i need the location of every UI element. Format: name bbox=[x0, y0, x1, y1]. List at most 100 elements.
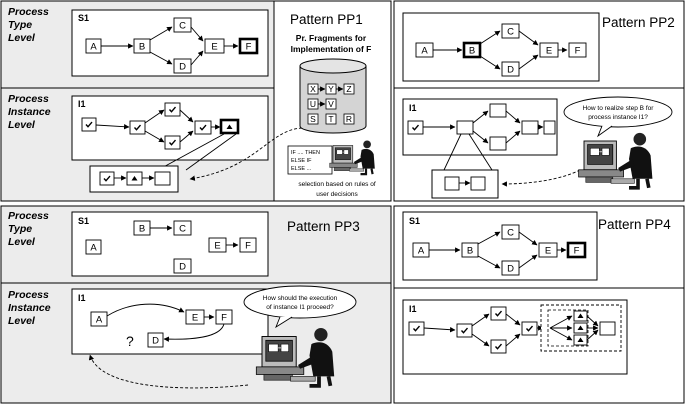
instance-level-line-2: Instance bbox=[8, 106, 51, 118]
svg-text:A: A bbox=[90, 42, 97, 53]
svg-text:D: D bbox=[179, 62, 186, 73]
node-a: A bbox=[85, 38, 102, 54]
pp2-question-bubble: How to realize step B for process instan… bbox=[563, 96, 673, 138]
pp2-bubble-line-2: process instance I1? bbox=[588, 114, 648, 121]
svg-text:E: E bbox=[214, 241, 220, 252]
schema-id: S1 bbox=[409, 216, 420, 226]
instance-level-label: Process Instance Level bbox=[8, 93, 51, 131]
node-f: F bbox=[566, 241, 587, 259]
pattern-pp3-title: Pattern PP3 bbox=[287, 219, 360, 234]
svg-text:F: F bbox=[245, 241, 251, 252]
repo-item-s: S bbox=[310, 114, 316, 124]
svg-text:C: C bbox=[507, 27, 514, 38]
instance-level-line-3: Level bbox=[8, 315, 36, 327]
svg-text:B: B bbox=[467, 246, 473, 257]
svg-text:E: E bbox=[192, 313, 198, 324]
node-c: C bbox=[501, 23, 520, 39]
repo-item-y: Y bbox=[328, 84, 334, 94]
svg-text:B: B bbox=[139, 42, 145, 53]
rule-line-2: ELSE IF bbox=[291, 158, 312, 164]
panel-pp2: Pattern PP2 A B C D E F I1 bbox=[393, 0, 685, 202]
node-d: D bbox=[173, 58, 192, 74]
svg-text:A: A bbox=[421, 46, 428, 57]
node-a: A bbox=[90, 311, 108, 327]
svg-text:C: C bbox=[179, 21, 186, 32]
pp3-bubble-line-1: How should the execution bbox=[263, 295, 338, 302]
pp3-schema-s1: S1 A B C D E F bbox=[71, 211, 269, 277]
schema-id: S1 bbox=[78, 13, 89, 23]
instance-id: I1 bbox=[78, 293, 86, 303]
svg-text:D: D bbox=[152, 336, 159, 347]
node-e: E bbox=[204, 38, 225, 54]
node-c: C bbox=[173, 17, 192, 33]
svg-text:F: F bbox=[221, 313, 227, 324]
type-level-label: Process Type Level bbox=[8, 210, 49, 248]
node-e: E bbox=[539, 42, 559, 58]
svg-text:E: E bbox=[545, 246, 551, 257]
node-a: A bbox=[412, 242, 430, 258]
repo-item-u: U bbox=[310, 99, 316, 109]
instance-level-line-1: Process bbox=[8, 289, 49, 301]
pattern-pp1-title: Pattern PP1 bbox=[290, 12, 363, 27]
svg-text:C: C bbox=[507, 228, 514, 239]
repo-item-t: T bbox=[328, 114, 333, 124]
pp1-schema-s1: S1 A B C D E F bbox=[71, 9, 269, 77]
node-e: E bbox=[185, 309, 205, 325]
repo-item-r: R bbox=[346, 114, 352, 124]
svg-text:A: A bbox=[90, 243, 97, 254]
type-level-line-3: Level bbox=[8, 32, 36, 44]
type-level-line-1: Process bbox=[8, 6, 49, 18]
panel-pp4: Pattern PP4 S1 A B C D E F I1 bbox=[393, 205, 685, 404]
pp1-instance-i1: I1 bbox=[71, 95, 269, 171]
instance-id: I1 bbox=[78, 99, 86, 109]
schema-id: S1 bbox=[78, 216, 89, 226]
fragment-repository: X Y Z U V S T R bbox=[299, 58, 367, 134]
repo-item-z: Z bbox=[346, 84, 351, 94]
instance-level-line-3: Level bbox=[8, 119, 36, 131]
node-a: A bbox=[85, 239, 102, 255]
node-d: D bbox=[501, 61, 520, 77]
svg-text:A: A bbox=[418, 246, 425, 257]
svg-text:D: D bbox=[507, 65, 514, 76]
pp1-caption-line-1: selection based on rules of bbox=[298, 181, 376, 188]
svg-text:A: A bbox=[96, 315, 103, 326]
pp1-caption-line-2: user decisions bbox=[316, 191, 358, 198]
node-f: F bbox=[215, 309, 233, 325]
pp3-bubble-line-2: of instance I1 proceed? bbox=[266, 304, 334, 311]
node-b: B bbox=[461, 242, 479, 258]
node-a: A bbox=[415, 42, 434, 58]
pp2-instance: I1 bbox=[402, 98, 558, 171]
pp4-parallel-fragment bbox=[540, 304, 622, 352]
svg-text:E: E bbox=[546, 46, 552, 57]
pp2-fragment-box bbox=[431, 169, 499, 199]
svg-text:C: C bbox=[179, 224, 186, 235]
type-level-line-1: Process bbox=[8, 210, 49, 222]
panel-pp1: Process Type Level Process Instance Leve… bbox=[0, 0, 392, 202]
node-c: C bbox=[501, 224, 520, 240]
type-level-line-2: Type bbox=[8, 223, 32, 235]
node-b: B bbox=[462, 41, 482, 59]
svg-text:F: F bbox=[574, 246, 580, 257]
rules-note: IF .... THEN ELSE IF ELSE ... bbox=[287, 145, 333, 175]
pp1-subtitle-line-1: Pr. Fragments for bbox=[296, 33, 367, 43]
node-b: B bbox=[133, 38, 151, 54]
svg-text:E: E bbox=[211, 42, 217, 53]
svg-text:B: B bbox=[469, 46, 475, 57]
type-level-line-2: Type bbox=[8, 19, 32, 31]
instance-id: I1 bbox=[409, 304, 417, 314]
panel-pp3: Process Type Level Process Instance Leve… bbox=[0, 205, 392, 404]
pp4-schema-s1: S1 A B C D E F bbox=[402, 211, 598, 281]
svg-text:B: B bbox=[139, 224, 145, 235]
pp1-subtitle-line-2: Implementation of F bbox=[291, 44, 372, 54]
pp3-question-bubble: How should the execution of instance I1 … bbox=[243, 285, 357, 329]
node-e: E bbox=[538, 242, 558, 258]
instance-id: I1 bbox=[409, 103, 417, 113]
svg-text:F: F bbox=[575, 46, 581, 57]
type-level-line-3: Level bbox=[8, 236, 36, 248]
svg-text:F: F bbox=[246, 42, 252, 53]
pp4-instance-i1: I1 bbox=[402, 299, 628, 375]
svg-text:D: D bbox=[507, 264, 514, 275]
svg-text:D: D bbox=[179, 262, 186, 273]
repo-item-v: V bbox=[328, 99, 334, 109]
